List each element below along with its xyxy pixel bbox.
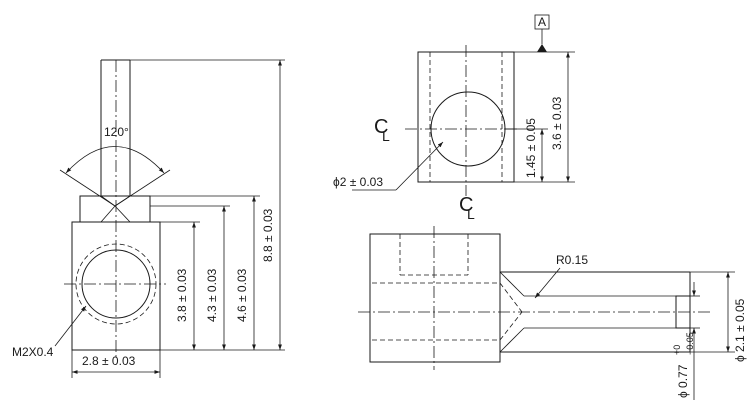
height-dim-4-6: 4.6 ± 0.03: [235, 268, 249, 322]
thread-label: M2X0.4: [12, 345, 54, 359]
svg-text:L: L: [382, 128, 390, 144]
angle-ray-right: [114, 169, 171, 207]
pin-shaft: [100, 59, 131, 223]
width-dim-text: 2.8 ± 0.03: [82, 354, 136, 368]
height-dim-3-8: 3.8 ± 0.03: [175, 268, 189, 322]
svg-text:C: C: [459, 194, 473, 216]
pin-shaft-side: [499, 271, 691, 353]
height-dim-1-45: 1.45 ± 0.05: [524, 118, 538, 178]
angle-ray-left: [59, 169, 116, 207]
svg-text:L: L: [467, 206, 475, 222]
collar: [79, 195, 151, 223]
centerline-symbol-bottom: C L: [459, 194, 475, 222]
angle-label: 120°: [104, 125, 129, 139]
right-top-view: C L C L ϕ2 ± 0.03 A 1.45 ± 0.05 3.6 ± 0.…: [333, 14, 575, 222]
tip-dim-main: ϕ 0.77: [676, 364, 690, 398]
bottom-body: [369, 233, 501, 363]
thread-leader: [54, 305, 87, 347]
left-view: 120° 2.8 ± 0.03 M2X0.4 3.8 ± 0.03 4.3 ± …: [12, 59, 285, 378]
radius-leader: [534, 267, 561, 299]
svg-text:C: C: [374, 116, 388, 138]
right-bottom-view: R0.15 ϕ 0.77 +0 −0.05 ϕ 2.1 ± 0.05: [358, 226, 747, 400]
hole-dim-text: ϕ2 ± 0.03: [333, 175, 383, 189]
height-dim-8-8: 8.8 ± 0.03: [261, 208, 275, 262]
datum-triangle: [537, 44, 547, 52]
tip-dim-tol-upper: +0: [672, 345, 682, 355]
centerline-symbol-left: C L: [374, 116, 390, 144]
angle-arc: [65, 146, 165, 174]
height-dim-4-3: 4.3 ± 0.03: [205, 268, 219, 322]
shaft-dim: ϕ 2.1 ± 0.05: [733, 298, 747, 362]
height-dim-3-6: 3.6 ± 0.03: [550, 96, 564, 150]
radius-label: R0.15: [556, 253, 588, 267]
tip-dim-tol-lower: −0.05: [685, 332, 695, 355]
datum-label: A: [538, 15, 546, 29]
